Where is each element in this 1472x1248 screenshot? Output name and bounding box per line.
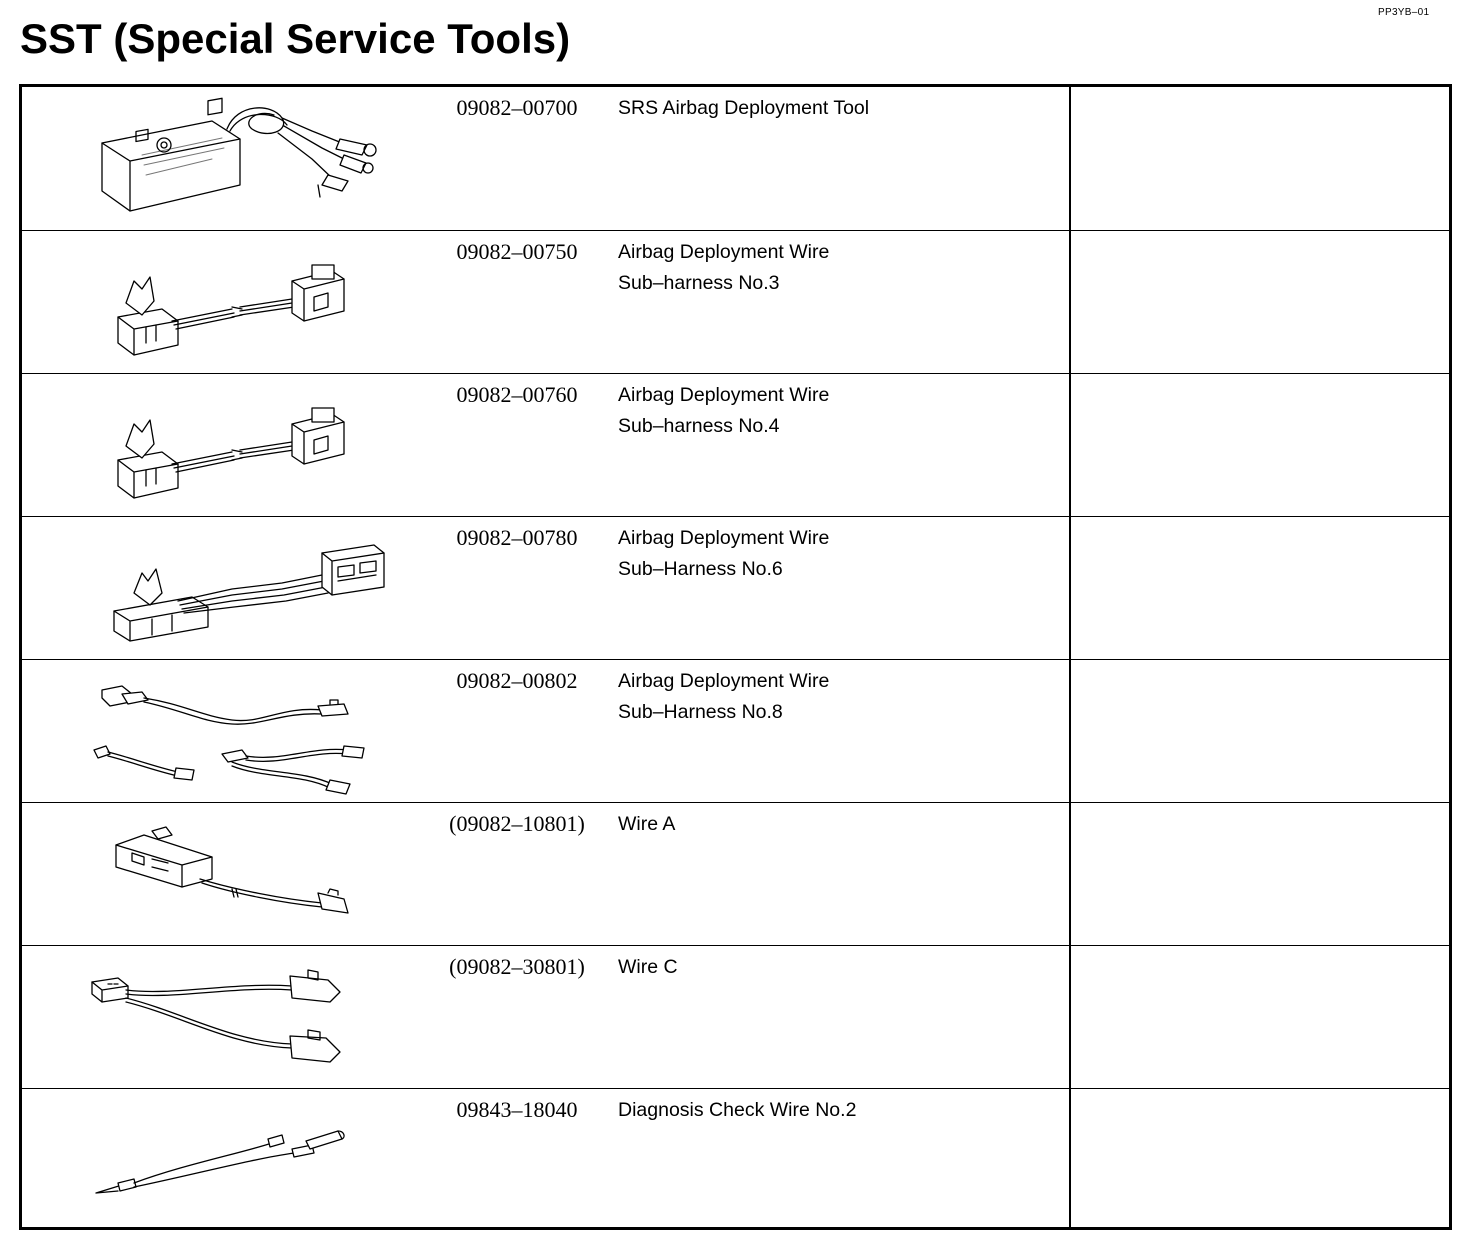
part-number: 09082–00700 bbox=[456, 95, 578, 120]
part-number: (09082–10801) bbox=[449, 811, 585, 836]
tool-name-line: Sub–harness No.3 bbox=[618, 272, 780, 294]
tool-name-line: Airbag Deployment Wire bbox=[618, 241, 830, 263]
tools-table: 09082–00700 SRS Airbag Deployment Tool 0… bbox=[19, 84, 1452, 1230]
tool-name: SRS Airbag Deployment Tool bbox=[618, 93, 1058, 124]
part-number: 09082–00760 bbox=[456, 382, 578, 407]
tool-name: Wire C bbox=[618, 952, 1058, 983]
part-number: 09843–18040 bbox=[456, 1097, 578, 1122]
tool-name: Wire A bbox=[618, 809, 1058, 840]
page-title: SST (Special Service Tools) bbox=[20, 15, 571, 62]
deployment-tool-icon bbox=[101, 97, 377, 212]
sub-harness-icon bbox=[117, 264, 345, 356]
column-divider bbox=[1069, 87, 1071, 1227]
tool-name-line: Diagnosis Check Wire No.2 bbox=[618, 1099, 857, 1121]
tool-name-line: Airbag Deployment Wire bbox=[618, 527, 830, 549]
check-wire-icon bbox=[95, 1130, 345, 1194]
tool-name-line: Wire A bbox=[618, 813, 676, 835]
tool-name-line: Wire C bbox=[618, 956, 678, 978]
tool-row: 09082–00700 SRS Airbag Deployment Tool bbox=[22, 87, 1449, 230]
wire-set-icon bbox=[93, 685, 365, 795]
tool-row: 09082–00750 Airbag Deployment Wire Sub–h… bbox=[22, 230, 1449, 374]
sub-harness-icon bbox=[113, 544, 385, 642]
tool-name: Diagnosis Check Wire No.2 bbox=[618, 1095, 1058, 1126]
document-code: PP3YB–01 bbox=[1378, 7, 1430, 18]
tool-name-line: SRS Airbag Deployment Tool bbox=[618, 97, 870, 119]
tool-row: 09082–00802 Airbag Deployment Wire Sub–H… bbox=[22, 659, 1449, 803]
sub-harness-icon bbox=[117, 407, 345, 499]
part-number: 09082–00750 bbox=[456, 239, 578, 264]
tool-name-line: Sub–Harness No.6 bbox=[618, 558, 783, 580]
tool-name-line: Sub–Harness No.8 bbox=[618, 701, 783, 723]
tool-row: (09082–30801) Wire C bbox=[22, 945, 1449, 1089]
tool-row: (09082–10801) Wire A bbox=[22, 802, 1449, 946]
tool-name-line: Sub–harness No.4 bbox=[618, 415, 780, 437]
wire-a-icon bbox=[115, 826, 349, 914]
tool-name: Airbag Deployment Wire Sub–Harness No.6 bbox=[618, 523, 1058, 585]
part-number: 09082–00802 bbox=[456, 668, 578, 693]
part-number: (09082–30801) bbox=[449, 954, 585, 979]
tool-row: 09843–18040 Diagnosis Check Wire No.2 bbox=[22, 1088, 1449, 1232]
tool-name: Airbag Deployment Wire Sub–harness No.4 bbox=[618, 380, 1058, 442]
tool-name-line: Airbag Deployment Wire bbox=[618, 384, 830, 406]
part-number: 09082–00780 bbox=[456, 525, 578, 550]
tool-name: Airbag Deployment Wire Sub–harness No.3 bbox=[618, 237, 1058, 299]
tool-row: 09082–00780 Airbag Deployment Wire Sub–H… bbox=[22, 516, 1449, 660]
wire-c-icon bbox=[91, 969, 341, 1063]
tool-name: Airbag Deployment Wire Sub–Harness No.8 bbox=[618, 666, 1058, 728]
tool-row: 09082–00760 Airbag Deployment Wire Sub–h… bbox=[22, 373, 1449, 517]
tool-name-line: Airbag Deployment Wire bbox=[618, 670, 830, 692]
